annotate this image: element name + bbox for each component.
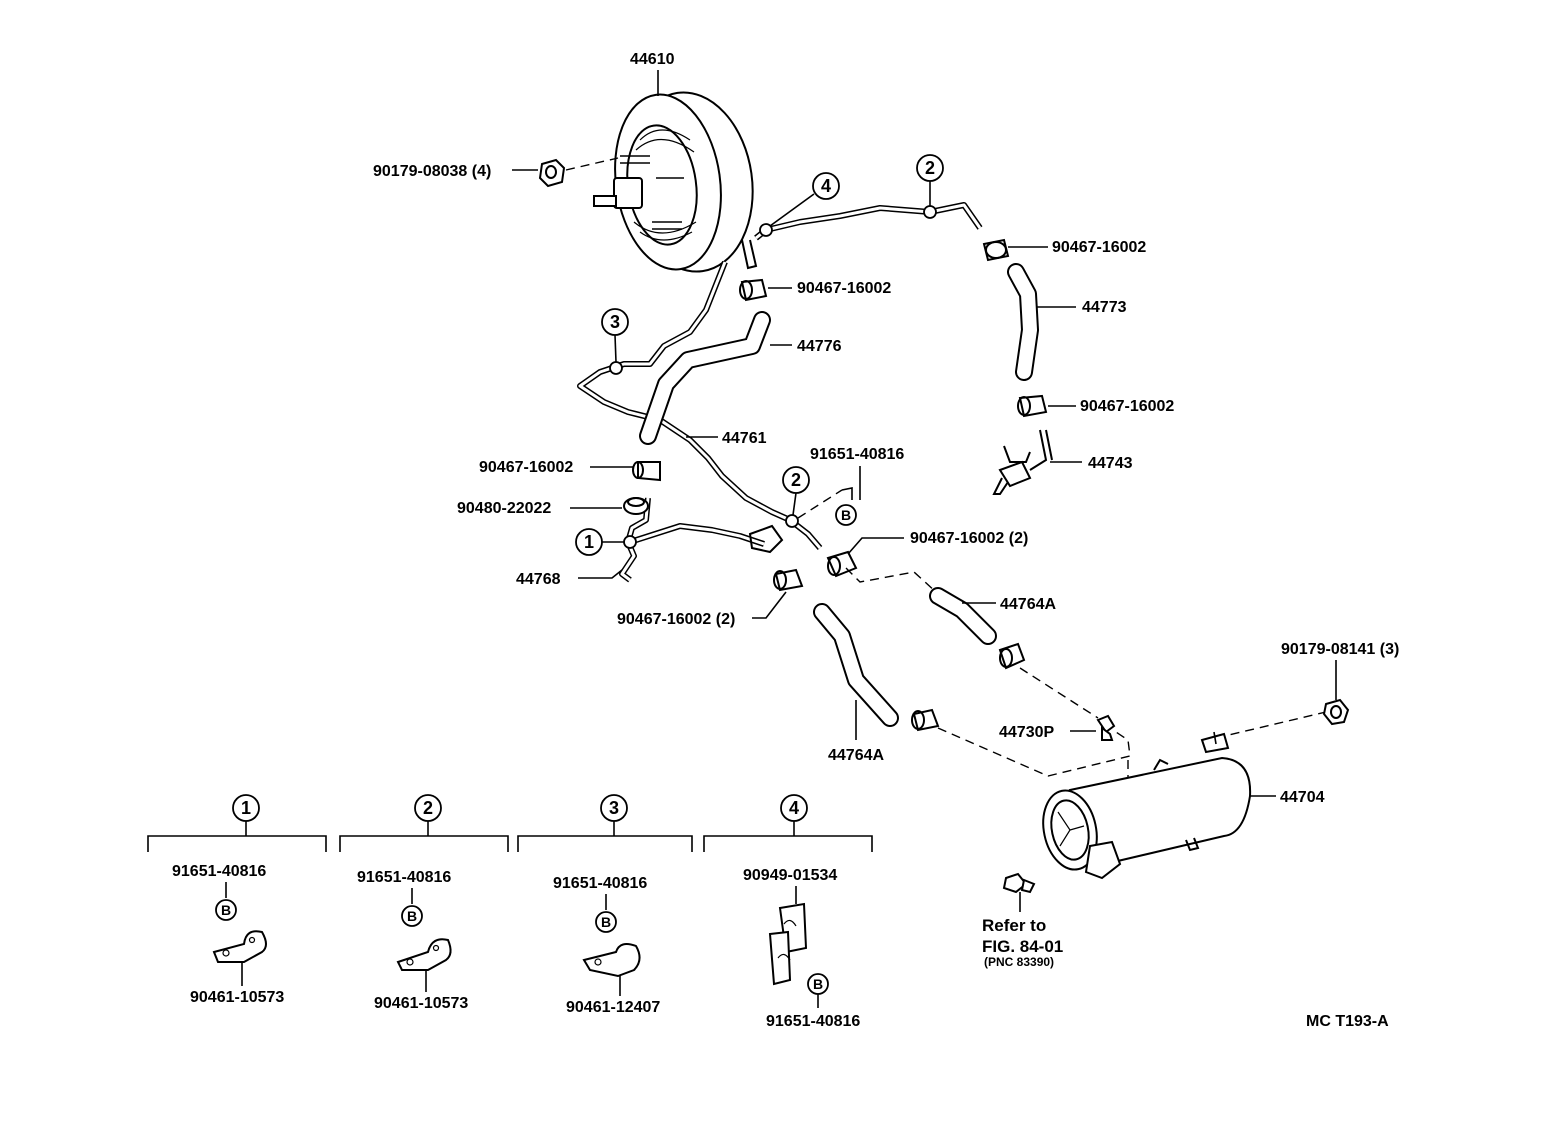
detail-1-clamp: [212, 930, 267, 963]
detail-4-bracket-label: 90949-01534: [743, 867, 837, 884]
svg-text:1: 1: [584, 532, 594, 552]
label-hose-right: 44773: [1082, 299, 1127, 316]
label-tank-nut: 90179-08141 (3): [1281, 641, 1399, 658]
detail-4: 4 90949-01534 B 91651-40816: [703, 794, 873, 1030]
label-grommet: 90480-22022: [457, 500, 551, 517]
svg-text:B: B: [601, 914, 611, 930]
detail-4-bracket: [768, 902, 808, 986]
vacuum-switch[interactable]: [1002, 872, 1036, 894]
label-pipe: 44761: [722, 430, 767, 447]
clip-top-right[interactable]: [982, 238, 1010, 262]
figure-code: MC T193-A: [1306, 1013, 1389, 1030]
callout-1-main: 1: [575, 528, 603, 556]
clip-hose-left-lower[interactable]: [911, 708, 940, 732]
booster-nut[interactable]: [538, 158, 566, 188]
callout-2-main-mid: 2: [782, 466, 810, 494]
bolt-b-main[interactable]: B: [835, 504, 857, 526]
detail-2-clamp-label: 90461-10573: [374, 995, 468, 1012]
svg-text:2: 2: [791, 470, 801, 490]
label-tank: 44704: [1280, 789, 1325, 806]
svg-text:4: 4: [789, 798, 799, 818]
callout-4-main: 4: [812, 172, 840, 200]
clip-left[interactable]: [632, 461, 661, 482]
svg-text:2: 2: [925, 158, 935, 178]
brake-booster[interactable]: [593, 84, 764, 280]
label-clip-right-lower: 90467-16002: [1080, 398, 1174, 415]
label-check-valve: 44730P: [999, 724, 1054, 741]
callout-3-main: 3: [601, 308, 629, 336]
clip-booster[interactable]: [739, 278, 768, 302]
clip-pair-left[interactable]: [773, 568, 804, 592]
refer-line3: (PNC 83390): [984, 955, 1054, 969]
detail-1-bolt: 91651-40816: [172, 863, 266, 880]
hose-right[interactable]: [1007, 263, 1039, 381]
label-booster-nut: 90179-08038 (4): [373, 163, 491, 180]
label-hose-right-lower: 44764A: [1000, 596, 1056, 613]
hose-left-lower[interactable]: [813, 603, 899, 727]
svg-text:B: B: [221, 902, 231, 918]
clip-hose-right-lower[interactable]: [998, 642, 1026, 670]
refer-line2: FIG. 84-01: [982, 937, 1063, 956]
svg-text:B: B: [813, 976, 823, 992]
detail-1-clamp-label: 90461-10573: [190, 989, 284, 1006]
detail-2-bolt: 91651-40816: [357, 869, 451, 886]
hose-right-lower[interactable]: [929, 587, 997, 645]
label-union: 44743: [1088, 455, 1133, 472]
svg-text:4: 4: [821, 176, 831, 196]
label-clip-booster: 90467-16002: [797, 280, 891, 297]
union[interactable]: [992, 429, 1053, 495]
svg-text:B: B: [407, 908, 417, 924]
svg-text:3: 3: [609, 798, 619, 818]
label-clip-left: 90467-16002: [479, 459, 573, 476]
hose-mid[interactable]: [639, 311, 771, 445]
svg-text:3: 3: [610, 312, 620, 332]
detail-3: 3 91651-40816 B 90461-12407: [517, 794, 693, 1016]
tank-nut[interactable]: [1322, 698, 1350, 726]
label-clip-pair-left: 90467-16002 (2): [617, 611, 735, 628]
detail-3-bolt: 91651-40816: [553, 875, 647, 892]
grommet[interactable]: [623, 497, 649, 515]
refer-line1: Refer to: [982, 916, 1046, 935]
detail-3-clamp-label: 90461-12407: [566, 999, 660, 1016]
label-booster: 44610: [630, 51, 675, 68]
label-clip-pair-right: 90467-16002 (2): [910, 530, 1028, 547]
clip-right-lower[interactable]: [1017, 394, 1048, 418]
tank-bracket[interactable]: [1200, 731, 1230, 754]
label-clip-top-right: 90467-16002: [1052, 239, 1146, 256]
svg-text:2: 2: [423, 798, 433, 818]
check-valve[interactable]: [1096, 714, 1116, 741]
svg-text:B: B: [841, 507, 851, 523]
vacuum-tank[interactable]: [1036, 756, 1252, 880]
detail-1: 1 91651-40816 B 90461-10573: [147, 794, 327, 1006]
detail-2: 2 91651-40816 B 90461-10573: [339, 794, 509, 1012]
svg-text:1: 1: [241, 798, 251, 818]
clip-pair-right[interactable]: [826, 550, 858, 578]
label-bolt-top: 91651-40816: [810, 446, 904, 463]
callout-2-main-top: 2: [916, 154, 944, 182]
detail-2-clamp: [396, 938, 452, 971]
label-pipe-left: 44768: [516, 571, 561, 588]
detail-3-clamp: [582, 943, 641, 978]
label-hose-mid: 44776: [797, 338, 842, 355]
label-hose-left-lower: 44764A: [828, 747, 884, 764]
detail-4-bolt: 91651-40816: [766, 1013, 860, 1030]
